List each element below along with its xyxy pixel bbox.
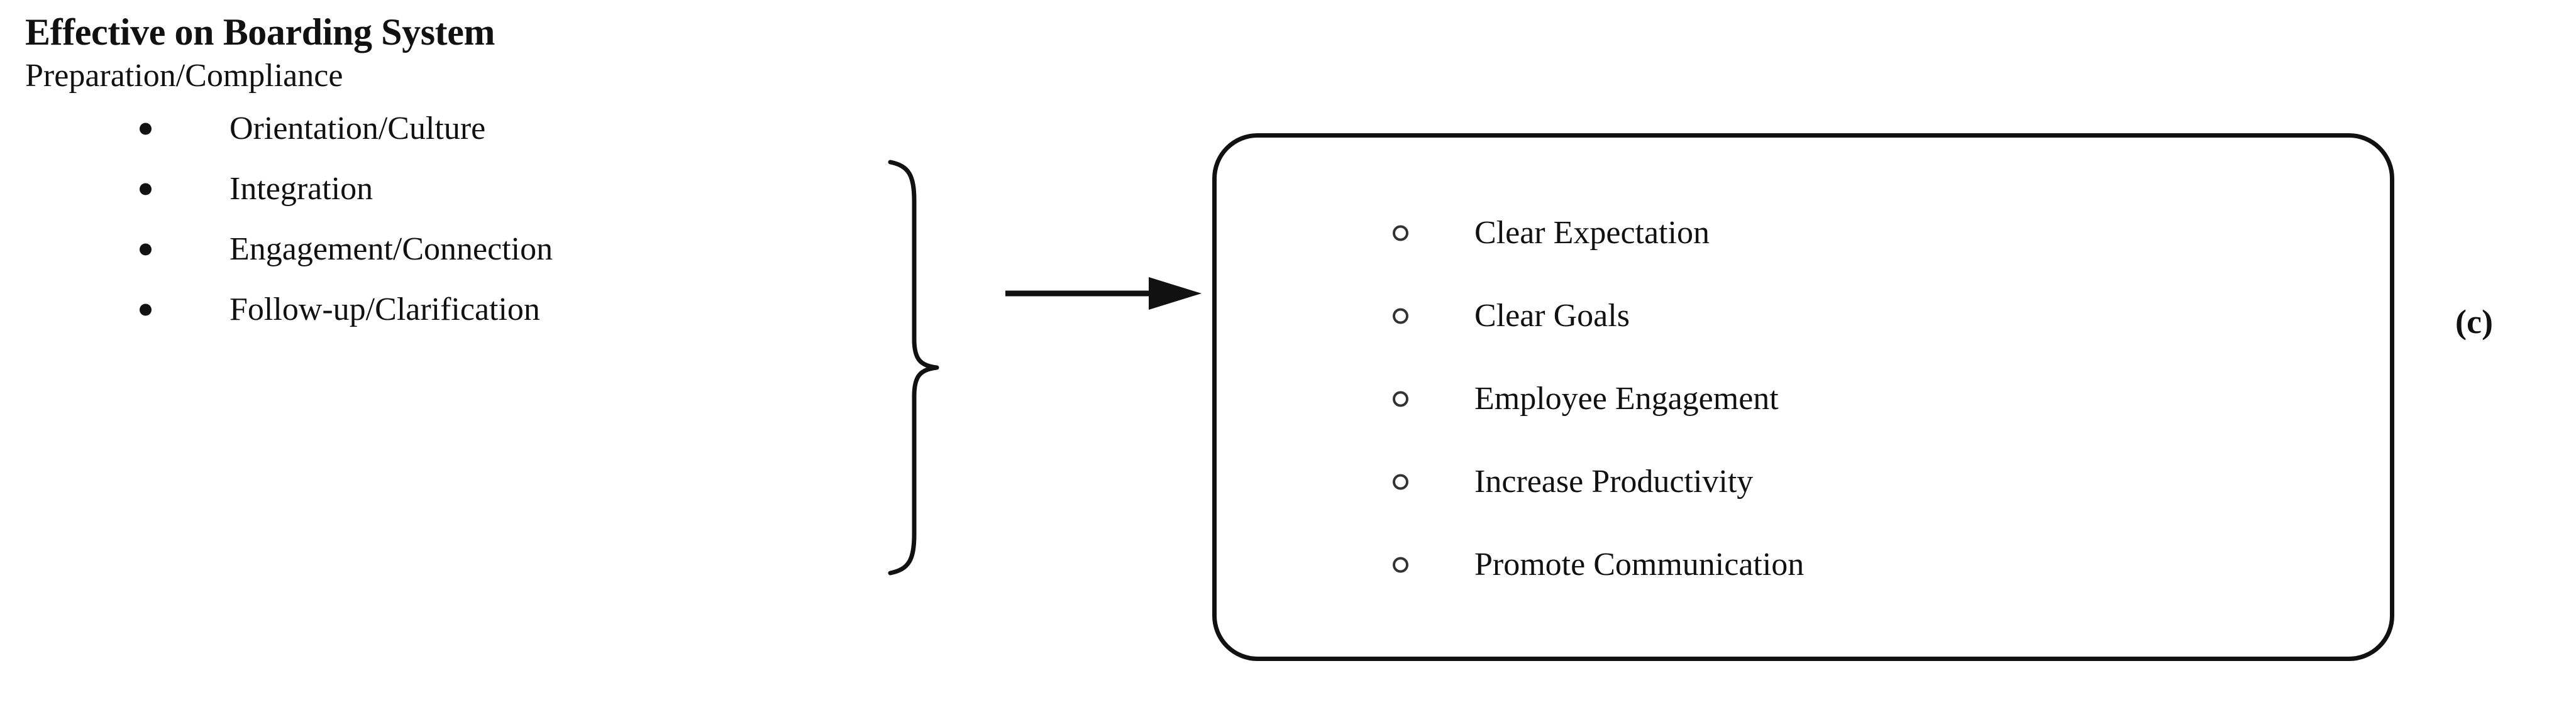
outcomes-box: Clear Expectation Clear Goals Employee E… [1212, 133, 2394, 661]
right-arrow-icon [1003, 267, 1204, 320]
bullet-dot-icon [140, 243, 152, 256]
list-item: Clear Goals [1393, 275, 2365, 358]
circle-bullet-icon [1393, 391, 1408, 407]
list-item-label: Follow-up/Clarification [229, 291, 540, 327]
outcome-list: Clear Expectation Clear Goals Employee E… [1393, 192, 2365, 606]
list-item-label: Orientation/Culture [229, 110, 486, 146]
list-item: Integration [25, 159, 861, 219]
list-item: Clear Expectation [1393, 192, 2365, 275]
list-item-label: Clear Expectation [1474, 215, 1710, 251]
inputs-column: Effective on Boarding System Preparation… [25, 11, 861, 340]
circle-bullet-icon [1393, 225, 1408, 241]
list-item-label: Increase Productivity [1474, 464, 1754, 500]
figure-panel-label: (c) [2455, 303, 2493, 341]
curly-brace-icon [879, 157, 948, 578]
list-item: Employee Engagement [1393, 358, 2365, 440]
list-item-label: Employee Engagement [1474, 381, 1779, 417]
page-title: Effective on Boarding System [25, 11, 495, 53]
bullet-dot-icon [140, 123, 152, 135]
list-item-label: Clear Goals [1474, 298, 1630, 334]
subtitle: Preparation/Compliance [25, 58, 343, 94]
circle-bullet-icon [1393, 308, 1408, 324]
list-item-label: Integration [229, 170, 373, 207]
circle-bullet-icon [1393, 557, 1408, 573]
list-item: Engagement/Connection [25, 219, 861, 280]
list-item: Orientation/Culture [25, 99, 861, 159]
list-item: Promote Communication [1393, 523, 2365, 606]
list-item: Increase Productivity [1393, 440, 2365, 523]
list-item-label: Promote Communication [1474, 547, 1805, 582]
input-list: Orientation/Culture Integration Engageme… [25, 99, 861, 340]
bullet-dot-icon [140, 183, 152, 195]
circle-bullet-icon [1393, 474, 1408, 490]
list-item: Follow-up/Clarification [25, 280, 861, 340]
list-item-label: Engagement/Connection [229, 231, 553, 267]
bullet-dot-icon [140, 303, 152, 316]
